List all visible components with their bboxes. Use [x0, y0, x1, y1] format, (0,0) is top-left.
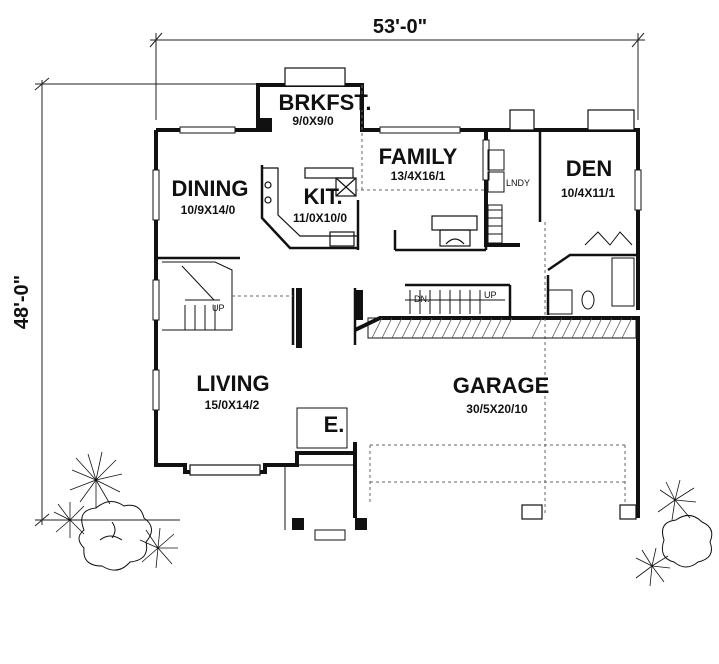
room-dining-size: 10/9X14/0	[181, 203, 236, 217]
window-marks	[152, 126, 642, 411]
room-brkfst-size: 9/0X9/0	[292, 114, 334, 128]
bay-windows	[189, 67, 635, 476]
stair-left	[162, 261, 233, 331]
shrub-left-cluster	[53, 451, 178, 571]
overall-depth-label: 48'-0"	[11, 275, 33, 329]
stair-up-label-left: UP	[212, 303, 225, 313]
garage-door-posts	[521, 504, 637, 520]
room-entry-name: E.	[324, 412, 345, 437]
room-garage-size: 30/5X20/10	[466, 402, 528, 416]
room-den-size: 10/4X11/1	[561, 186, 615, 200]
shrub-right-cluster	[635, 479, 713, 587]
garage-step	[367, 317, 637, 339]
room-living-size: 15/0X14/2	[205, 398, 260, 412]
room-family-size: 13/4X16/1	[391, 169, 446, 183]
room-den-name: DEN	[566, 156, 612, 181]
room-garage-name: GARAGE	[453, 373, 550, 398]
stair-right	[405, 290, 505, 314]
kitchen-counter	[262, 167, 358, 247]
garage-step-hatch	[371, 317, 633, 339]
stair-down-label: DN.	[414, 294, 430, 304]
dimension-lines	[34, 32, 645, 527]
dashed-lines	[232, 85, 626, 515]
room-kit-size: 11/0X10/0	[293, 211, 347, 225]
room-kit-name: KIT.	[303, 184, 342, 209]
stair-up-label-right: UP	[484, 290, 497, 300]
posts	[258, 118, 367, 530]
room-laundry-name: LNDY	[506, 178, 530, 188]
room-brkfst-name: BRKFST.	[279, 90, 372, 115]
room-living-name: LIVING	[196, 371, 269, 396]
room-dining-name: DINING	[172, 176, 249, 201]
fireplace	[431, 215, 478, 247]
laundry-area	[487, 149, 505, 244]
entry-porch	[284, 407, 355, 541]
room-family-name: FAMILY	[379, 144, 458, 169]
overall-width-label: 53'-0"	[373, 16, 427, 38]
den-bath	[547, 231, 635, 315]
